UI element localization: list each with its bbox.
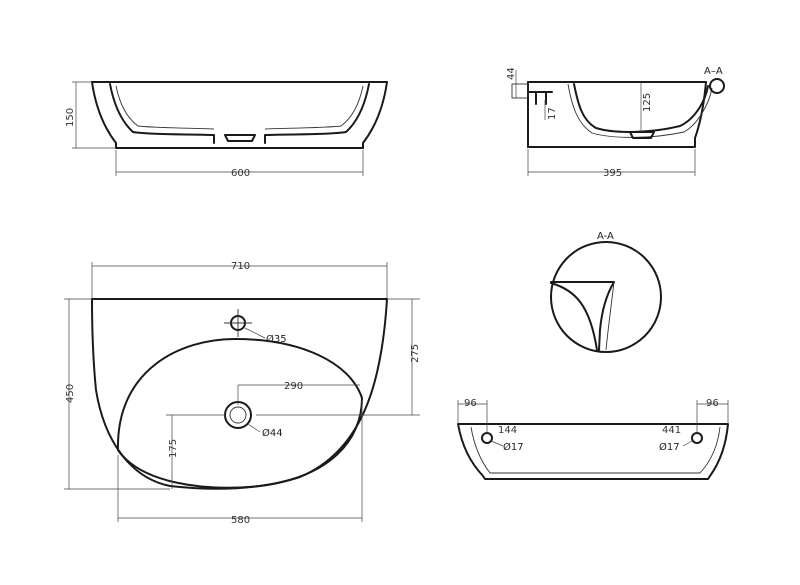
back-dim-96-right: 96 [706, 398, 719, 409]
front-width-dim: 600 [231, 168, 250, 179]
plan-dim-710: 710 [231, 261, 250, 272]
plan-dim-290: 290 [284, 381, 303, 392]
plan-dim-580: 580 [231, 515, 250, 526]
back-dim-441: 441 [662, 425, 681, 436]
back-hole-right-label: Ø17 [659, 441, 680, 453]
back-elevation-view: 96 96 144 Ø17 441 Ø17 [457, 398, 729, 480]
tap-hole-label: Ø35 [266, 333, 287, 345]
detail-view: A-A [550, 231, 662, 353]
side-width-dim: 395 [603, 168, 622, 179]
side-dim-44: 44 [506, 67, 517, 80]
section-marker-label: A–A [704, 66, 723, 77]
plan-view: Ø35 Ø44 710 450 275 290 175 580 [64, 261, 421, 526]
back-dim-144: 144 [498, 425, 517, 436]
side-dim-17: 17 [547, 107, 558, 120]
back-hole-left-label: Ø17 [503, 441, 524, 453]
plan-dim-275: 275 [410, 344, 421, 363]
drain-hole-label: Ø44 [262, 427, 283, 439]
side-dim-125: 125 [642, 93, 653, 112]
side-section-view: A–A 44 17 125 395 [506, 66, 725, 179]
plan-dim-175: 175 [168, 439, 179, 458]
front-height-dim: 150 [65, 108, 76, 127]
front-elevation-view: 150 600 [65, 81, 388, 179]
back-dim-96-left: 96 [464, 398, 477, 409]
plan-dim-450: 450 [65, 384, 76, 403]
detail-title: A-A [597, 231, 614, 242]
